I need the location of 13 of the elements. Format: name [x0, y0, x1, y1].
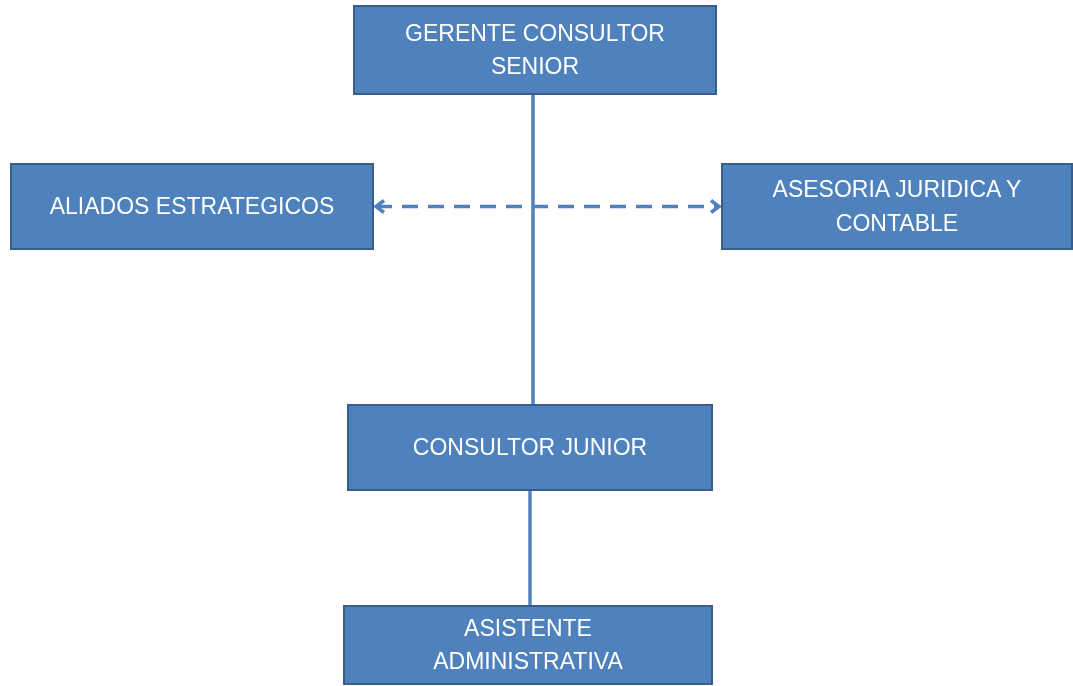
org-box [343, 605, 713, 685]
connector-line [528, 491, 532, 605]
role-label: CONSULTOR JUNIOR [412, 432, 648, 462]
org-box [721, 163, 1073, 250]
org-box [10, 163, 374, 250]
role-label: ASESORIA JURIDICA Y CONTABLE [771, 175, 1023, 238]
role-label: ALIADOS ESTRATEGICOS [49, 191, 335, 221]
org-box [353, 5, 717, 95]
arrow [374, 198, 721, 215]
role-label: GERENTE CONSULTOR SENIOR [405, 18, 665, 81]
role-label: ASISTENTE ADMINISTRATIVA [432, 613, 624, 676]
connector-line [531, 95, 535, 404]
org-box [347, 404, 713, 491]
